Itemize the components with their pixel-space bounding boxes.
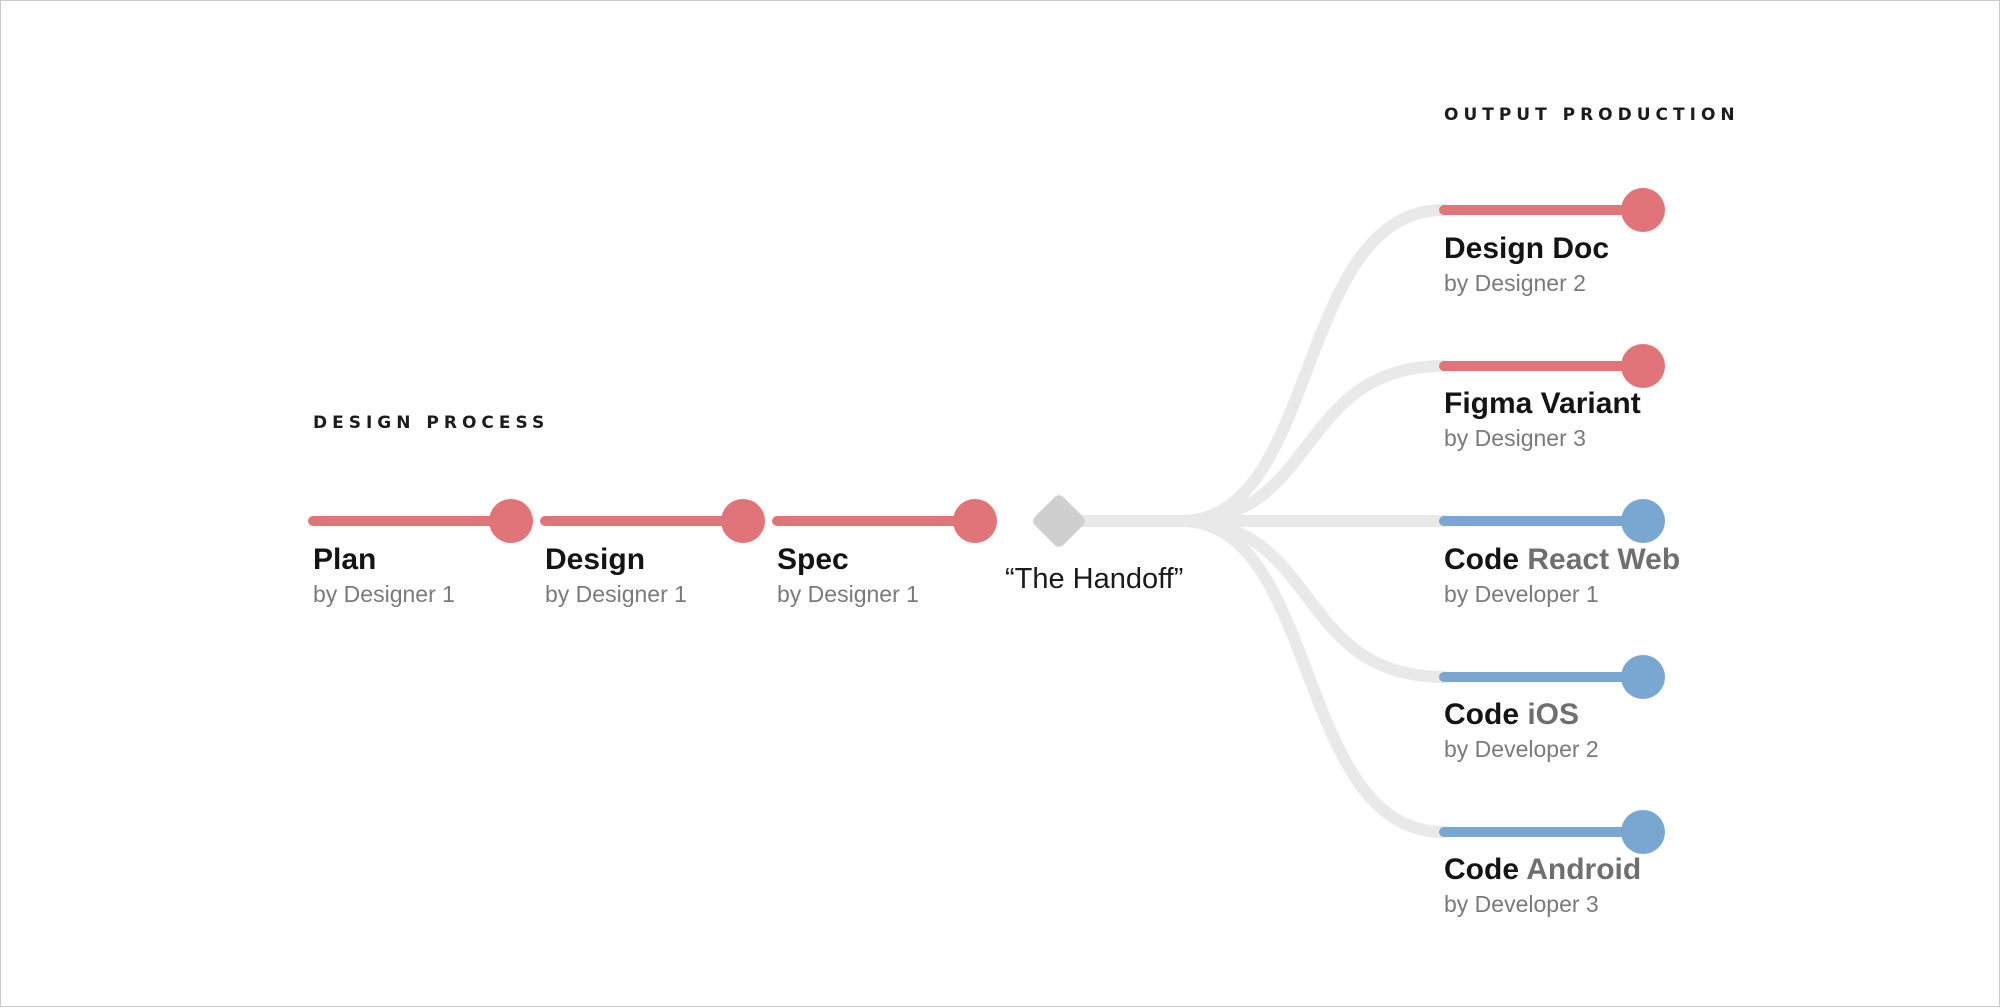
branch-connector [1175, 515, 1450, 838]
output-title: Code React Web [1444, 543, 1681, 576]
output-code-android: Code Android by Developer 3 [1444, 853, 1641, 919]
output-owner: by Developer 2 [1444, 736, 1599, 762]
output-node [1621, 188, 1665, 232]
output-node [1621, 655, 1665, 699]
handoff-diamond-icon [1033, 495, 1085, 547]
step-plan: Plan by Designer 1 [313, 543, 455, 609]
branch-connector [1175, 204, 1450, 527]
output-node [1621, 810, 1665, 854]
design-process-label: DESIGN PROCESS [313, 413, 550, 433]
output-title: Code iOS [1444, 698, 1580, 731]
handoff-label: “The Handoff” [1005, 563, 1184, 595]
step-node [721, 499, 765, 543]
step-design: Design by Designer 1 [545, 543, 687, 609]
output-title: Code Android [1444, 853, 1642, 886]
step-owner: by Designer 1 [313, 581, 455, 607]
step-title: Plan [313, 543, 377, 576]
output-owner: by Developer 3 [1444, 891, 1599, 917]
step-owner: by Designer 1 [545, 581, 687, 607]
output-title: Figma Variant [1444, 387, 1641, 420]
output-code-ios: Code iOS by Developer 2 [1444, 698, 1599, 764]
step-title: Design [545, 543, 646, 576]
output-owner: by Developer 1 [1444, 581, 1599, 607]
output-tech: iOS [1527, 698, 1580, 731]
output-node [1621, 344, 1665, 388]
output-figma-variant: Figma Variant by Designer 3 [1444, 387, 1641, 453]
output-tech: React Web [1527, 543, 1681, 576]
step-title: Spec [777, 543, 849, 576]
step-node [489, 499, 533, 543]
step-owner: by Designer 1 [777, 581, 919, 607]
output-production-label: OUTPUT PRODUCTION [1444, 105, 1740, 125]
output-design-doc: Design Doc by Designer 2 [1444, 232, 1609, 298]
output-node [1621, 499, 1665, 543]
output-tech: Android [1526, 853, 1642, 886]
output-owner: by Designer 2 [1444, 270, 1586, 296]
branch-connector [1175, 360, 1450, 527]
step-spec: Spec by Designer 1 [777, 543, 919, 609]
branch-connector [1175, 515, 1450, 683]
output-title: Design Doc [1444, 232, 1610, 265]
output-code-react-web: Code React Web by Developer 1 [1444, 543, 1680, 609]
step-node [953, 499, 997, 543]
output-owner: by Designer 3 [1444, 425, 1586, 451]
